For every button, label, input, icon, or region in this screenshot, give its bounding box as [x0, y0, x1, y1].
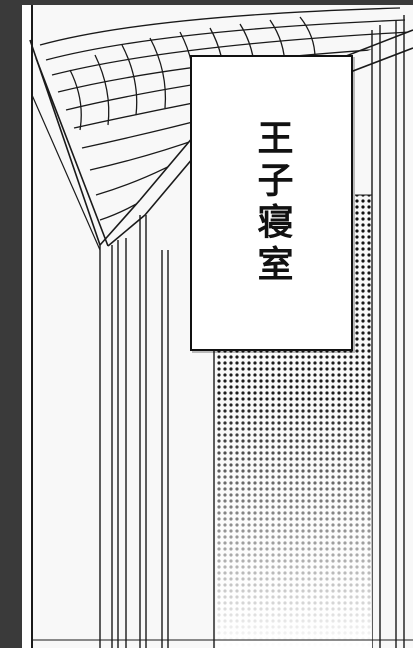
caption-text: 王子寝室	[251, 119, 293, 287]
caption-box: 王子寝室	[190, 55, 353, 351]
